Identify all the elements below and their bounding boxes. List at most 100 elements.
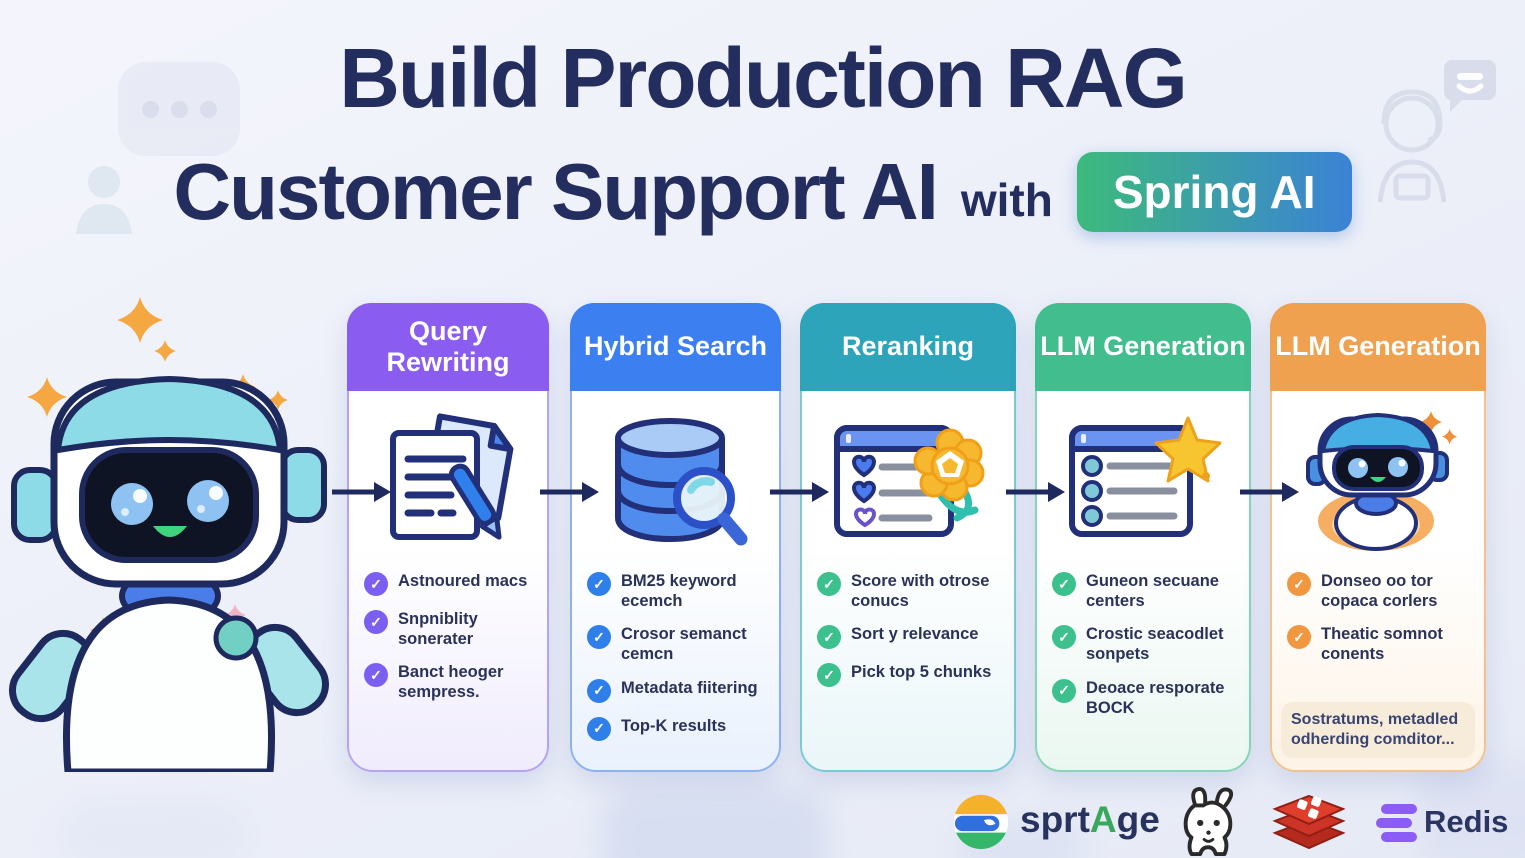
card-header: Reranking <box>800 303 1016 391</box>
title-connector: with <box>960 174 1053 226</box>
title-line-1: Build Production RAG <box>339 31 1188 125</box>
check-item: ✓ Metadata fiitering <box>587 678 771 703</box>
check-icon: ✓ <box>364 610 388 634</box>
check-item: ✓ Sort y relevance <box>817 624 1006 650</box>
spring-logo-part2: A <box>1089 799 1117 840</box>
check-icon: ✓ <box>364 663 388 688</box>
check-label: Score with otrose conucs <box>851 572 990 611</box>
dot <box>171 101 188 118</box>
redis-layers-icon <box>1376 804 1417 842</box>
background-blob <box>1415 760 1525 858</box>
flow-arrow-icon <box>332 482 391 502</box>
check-label: Sort y relevance <box>851 625 979 644</box>
check-label: Astnoured macs <box>398 572 528 590</box>
check-icon: ✓ <box>587 716 611 741</box>
faded-person-icon <box>76 166 132 234</box>
background-blob <box>600 785 830 858</box>
ranked-list-badge-icon <box>802 391 1014 569</box>
check-icon: ✓ <box>364 572 388 596</box>
card-header: Hybrid Search <box>570 303 781 391</box>
card-title: Query Rewriting <box>386 315 510 377</box>
pipeline-card-llm-generation-green: LLM Generation ✓ <box>1035 303 1251 772</box>
spring-logo-part3: ge <box>1116 799 1160 840</box>
check-icon: ✓ <box>1287 572 1311 596</box>
check-label: Banct heoger sempress. <box>398 663 504 702</box>
check-label: Crostic seacodlet sonpets <box>1086 625 1224 664</box>
redis-logo-text: Redis <box>1424 804 1509 839</box>
ollama-llama-icon <box>1183 787 1234 856</box>
check-icon: ✓ <box>1052 625 1076 650</box>
flow-arrow-icon <box>1240 482 1299 502</box>
check-item: ✓ Snpniblity sonerater <box>364 609 539 649</box>
check-label: Snpniblity sonerater <box>398 610 478 649</box>
check-label: Pick top 5 chunks <box>851 663 992 682</box>
check-label: Donseo oo tor copaca corlers <box>1321 572 1438 611</box>
ranked-list-star-icon <box>1037 391 1249 569</box>
check-label: Theatic somnot conents <box>1321 625 1443 664</box>
check-icon: ✓ <box>587 572 611 596</box>
card-title: LLM Generation <box>1040 331 1246 362</box>
check-item: ✓ Guneon secuane centers <box>1052 571 1241 611</box>
check-item: ✓ Deoace resporate BOCK <box>1052 678 1241 718</box>
pipeline-card-llm-generation-orange: LLM Generation <box>1270 303 1486 772</box>
check-icon: ✓ <box>587 678 611 703</box>
flow-arrow-icon <box>540 482 599 502</box>
card-title: Hybrid Search <box>583 331 768 362</box>
check-item: ✓ BM25 keyword ecemch <box>587 571 771 611</box>
faded-support-agent-icon <box>1377 89 1447 203</box>
sparkle-icon <box>224 604 246 626</box>
check-icon: ✓ <box>817 625 841 650</box>
title-line-2-text: Customer Support AI <box>173 147 938 236</box>
faded-speech-bubble-icon <box>1444 60 1496 112</box>
check-label: Deoace resporate BOCK <box>1086 678 1225 717</box>
documents-pen-icon <box>349 391 547 569</box>
title-line-2: Customer Support AI with Spring AI <box>0 146 1525 238</box>
check-item: ✓ Crosor semanct cemcn <box>587 624 771 664</box>
check-label: Metadata fiitering <box>621 678 758 697</box>
spring-globe-icon <box>953 794 1009 850</box>
robot-mascot <box>9 297 329 772</box>
checklist: ✓ Score with otrose conucs ✓ Sort y rele… <box>802 569 1014 688</box>
check-item: ✓ Score with otrose conucs <box>817 571 1006 611</box>
check-icon: ✓ <box>817 663 841 688</box>
check-item: ✓ Top-K results <box>587 716 771 741</box>
spring-logo-text: sprtAge <box>1020 799 1160 841</box>
card-title: Reranking <box>841 331 975 362</box>
pipeline-card-hybrid-search: Hybrid Search ✓ BM25 keyword ecemch ✓ <box>570 303 781 772</box>
check-label: BM25 keyword ecemch <box>621 572 737 611</box>
check-item: ✓ Theatic somnot conents <box>1287 624 1476 664</box>
background-blob <box>60 800 250 858</box>
check-icon: ✓ <box>1052 678 1076 703</box>
check-item: ✓ Banct heoger sempress. <box>364 662 539 702</box>
check-item: ✓ Crostic seacodlet sonpets <box>1052 624 1241 664</box>
check-icon: ✓ <box>1052 572 1076 596</box>
database-search-icon <box>572 391 779 569</box>
checklist: ✓ BM25 keyword ecemch ✓ Crosor semanct c… <box>572 569 779 741</box>
check-label: Top-K results <box>621 716 727 735</box>
check-item: ✓ Astnoured macs <box>364 571 539 596</box>
flow-arrow-icon <box>770 482 829 502</box>
pipeline-card-query-rewriting: Query Rewriting <box>347 303 549 772</box>
check-icon: ✓ <box>817 572 841 596</box>
redis-stack-icon <box>1272 794 1346 850</box>
check-item: ✓ Donseo oo tor copaca corlers <box>1287 571 1476 611</box>
checklist: ✓ Guneon secuane centers ✓ Crostic seaco… <box>1037 569 1249 718</box>
check-icon: ✓ <box>587 625 611 650</box>
robot-assistant-icon <box>1272 391 1484 569</box>
check-icon: ✓ <box>1287 625 1311 650</box>
card-title: LLM Generation <box>1275 331 1481 362</box>
spring-logo-part1: sprt <box>1020 799 1090 840</box>
dot <box>142 101 159 118</box>
checklist: ✓ Astnoured macs ✓ Snpniblity sonerater … <box>349 569 547 703</box>
check-item: ✓ Pick top 5 chunks <box>817 662 1006 688</box>
card-header: LLM Generation <box>1035 303 1251 391</box>
faded-chat-bubble <box>118 62 240 156</box>
checklist: ✓ Donseo oo tor copaca corlers ✓ Theatic… <box>1272 569 1484 665</box>
card-header: Query Rewriting <box>347 303 549 391</box>
dot <box>200 101 217 118</box>
spring-ai-badge: Spring AI <box>1076 152 1352 232</box>
footnote-box: Sostratums, metadled odherding comditor.… <box>1281 702 1475 758</box>
flow-arrow-icon <box>1006 482 1065 502</box>
check-label: Guneon secuane centers <box>1086 572 1219 611</box>
